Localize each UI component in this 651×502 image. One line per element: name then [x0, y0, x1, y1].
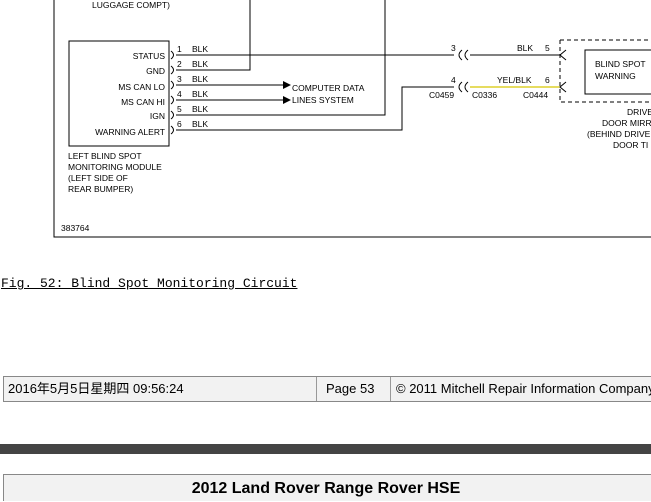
diagram-frame — [53, 0, 651, 238]
module-name-line: REAR BUMPER) — [68, 184, 133, 194]
arrow-ms-can-hi — [283, 96, 291, 104]
footer-page-number: Page 53 — [317, 377, 391, 401]
page-footer: 2016年5月5日星期四 09:56:24 Page 53 © 2011 Mit… — [3, 376, 651, 402]
reference-number: 383764 — [61, 223, 90, 233]
pin-label: IGN — [150, 111, 165, 121]
top-label: LUGGAGE COMPT) — [92, 0, 170, 10]
connector-id: C0336 — [472, 90, 497, 100]
warning-box-label: WARNING — [595, 71, 636, 81]
pin-number: 4 — [177, 89, 182, 99]
pin-label: MS CAN HI — [121, 97, 165, 107]
mirror-label-line: DRIVE — [627, 107, 651, 117]
blind-spot-module-box — [68, 40, 170, 147]
footer-datetime: 2016年5月5日星期四 09:56:24 — [4, 377, 317, 401]
wire-color-label: BLK — [192, 44, 208, 54]
arrow-ms-can-lo — [283, 81, 291, 89]
warning-connector-symbol — [559, 49, 567, 93]
wire-warning-alert — [176, 86, 454, 131]
blind-spot-warning-box — [584, 49, 651, 95]
module-wire-colors: BLK BLK BLK BLK BLK BLK — [192, 44, 208, 129]
mirror-label-line: DOOR TI — [613, 140, 648, 150]
pin-label: WARNING ALERT — [95, 127, 165, 137]
wire-color-label: BLK — [192, 104, 208, 114]
mirror-label-line: (BEHIND DRIVE — [587, 129, 651, 139]
pin-number: 6 — [177, 119, 182, 129]
pin-number: 2 — [177, 59, 182, 69]
module-pin-labels: STATUS GND MS CAN LO MS CAN HI IGN WARNI… — [95, 51, 165, 137]
page-header-title: 2012 Land Rover Range Rover HSE — [3, 474, 651, 501]
wire-color-label: BLK — [192, 119, 208, 129]
page-separator — [0, 444, 651, 454]
module-name-line: MONITORING MODULE — [68, 162, 162, 172]
module-name: LEFT BLIND SPOT MONITORING MODULE (LEFT … — [68, 151, 162, 194]
pin-number: 1 — [177, 44, 182, 54]
pin-label: GND — [146, 66, 165, 76]
mirror-label-line: DOOR MIRR — [602, 118, 651, 128]
connector-id: C0444 — [523, 90, 548, 100]
wire-color-label: BLK — [192, 74, 208, 84]
wire-gnd — [176, 0, 251, 71]
module-pin-numbers: 1 2 3 4 5 6 — [177, 44, 182, 129]
wire-color-label: BLK — [192, 89, 208, 99]
mirror-assembly-outline — [559, 39, 651, 103]
warning-connector-pin: 5 — [545, 43, 550, 53]
pin-number: 5 — [177, 104, 182, 114]
wiring-diagram: LUGGAGE COMPT) STATUS GND MS CAN LO MS C… — [53, 0, 651, 238]
pin-label: MS CAN LO — [118, 82, 165, 92]
footer-copyright: © 2011 Mitchell Repair Information Compa… — [396, 381, 651, 396]
pin-label: STATUS — [133, 51, 166, 61]
computer-data-lines-label: LINES SYSTEM — [292, 95, 354, 105]
module-connector-chevrons — [170, 50, 174, 135]
warning-box-label: BLIND SPOT — [595, 59, 646, 69]
pin-number: 3 — [177, 74, 182, 84]
wire-color-label: YEL/BLK — [497, 75, 532, 85]
wire-color-label: BLK — [517, 43, 533, 53]
connector-id: C0459 — [429, 90, 454, 100]
wire-ign — [176, 0, 386, 116]
module-name-line: (LEFT SIDE OF — [68, 173, 128, 183]
computer-data-lines-label: COMPUTER DATA — [292, 83, 365, 93]
warning-connector-pin: 6 — [545, 75, 550, 85]
mirror-location-label: DRIVE DOOR MIRR (BEHIND DRIVE DOOR TI — [587, 107, 651, 150]
inline-connector-pin: 3 — [451, 43, 456, 53]
inline-connector-pin: 4 — [451, 75, 456, 85]
module-name-line: LEFT BLIND SPOT — [68, 151, 142, 161]
wires — [176, 0, 560, 131]
wire-color-label: BLK — [192, 59, 208, 69]
inline-connector-symbol — [458, 49, 469, 93]
figure-caption: Fig. 52: Blind Spot Monitoring Circuit — [1, 276, 298, 291]
